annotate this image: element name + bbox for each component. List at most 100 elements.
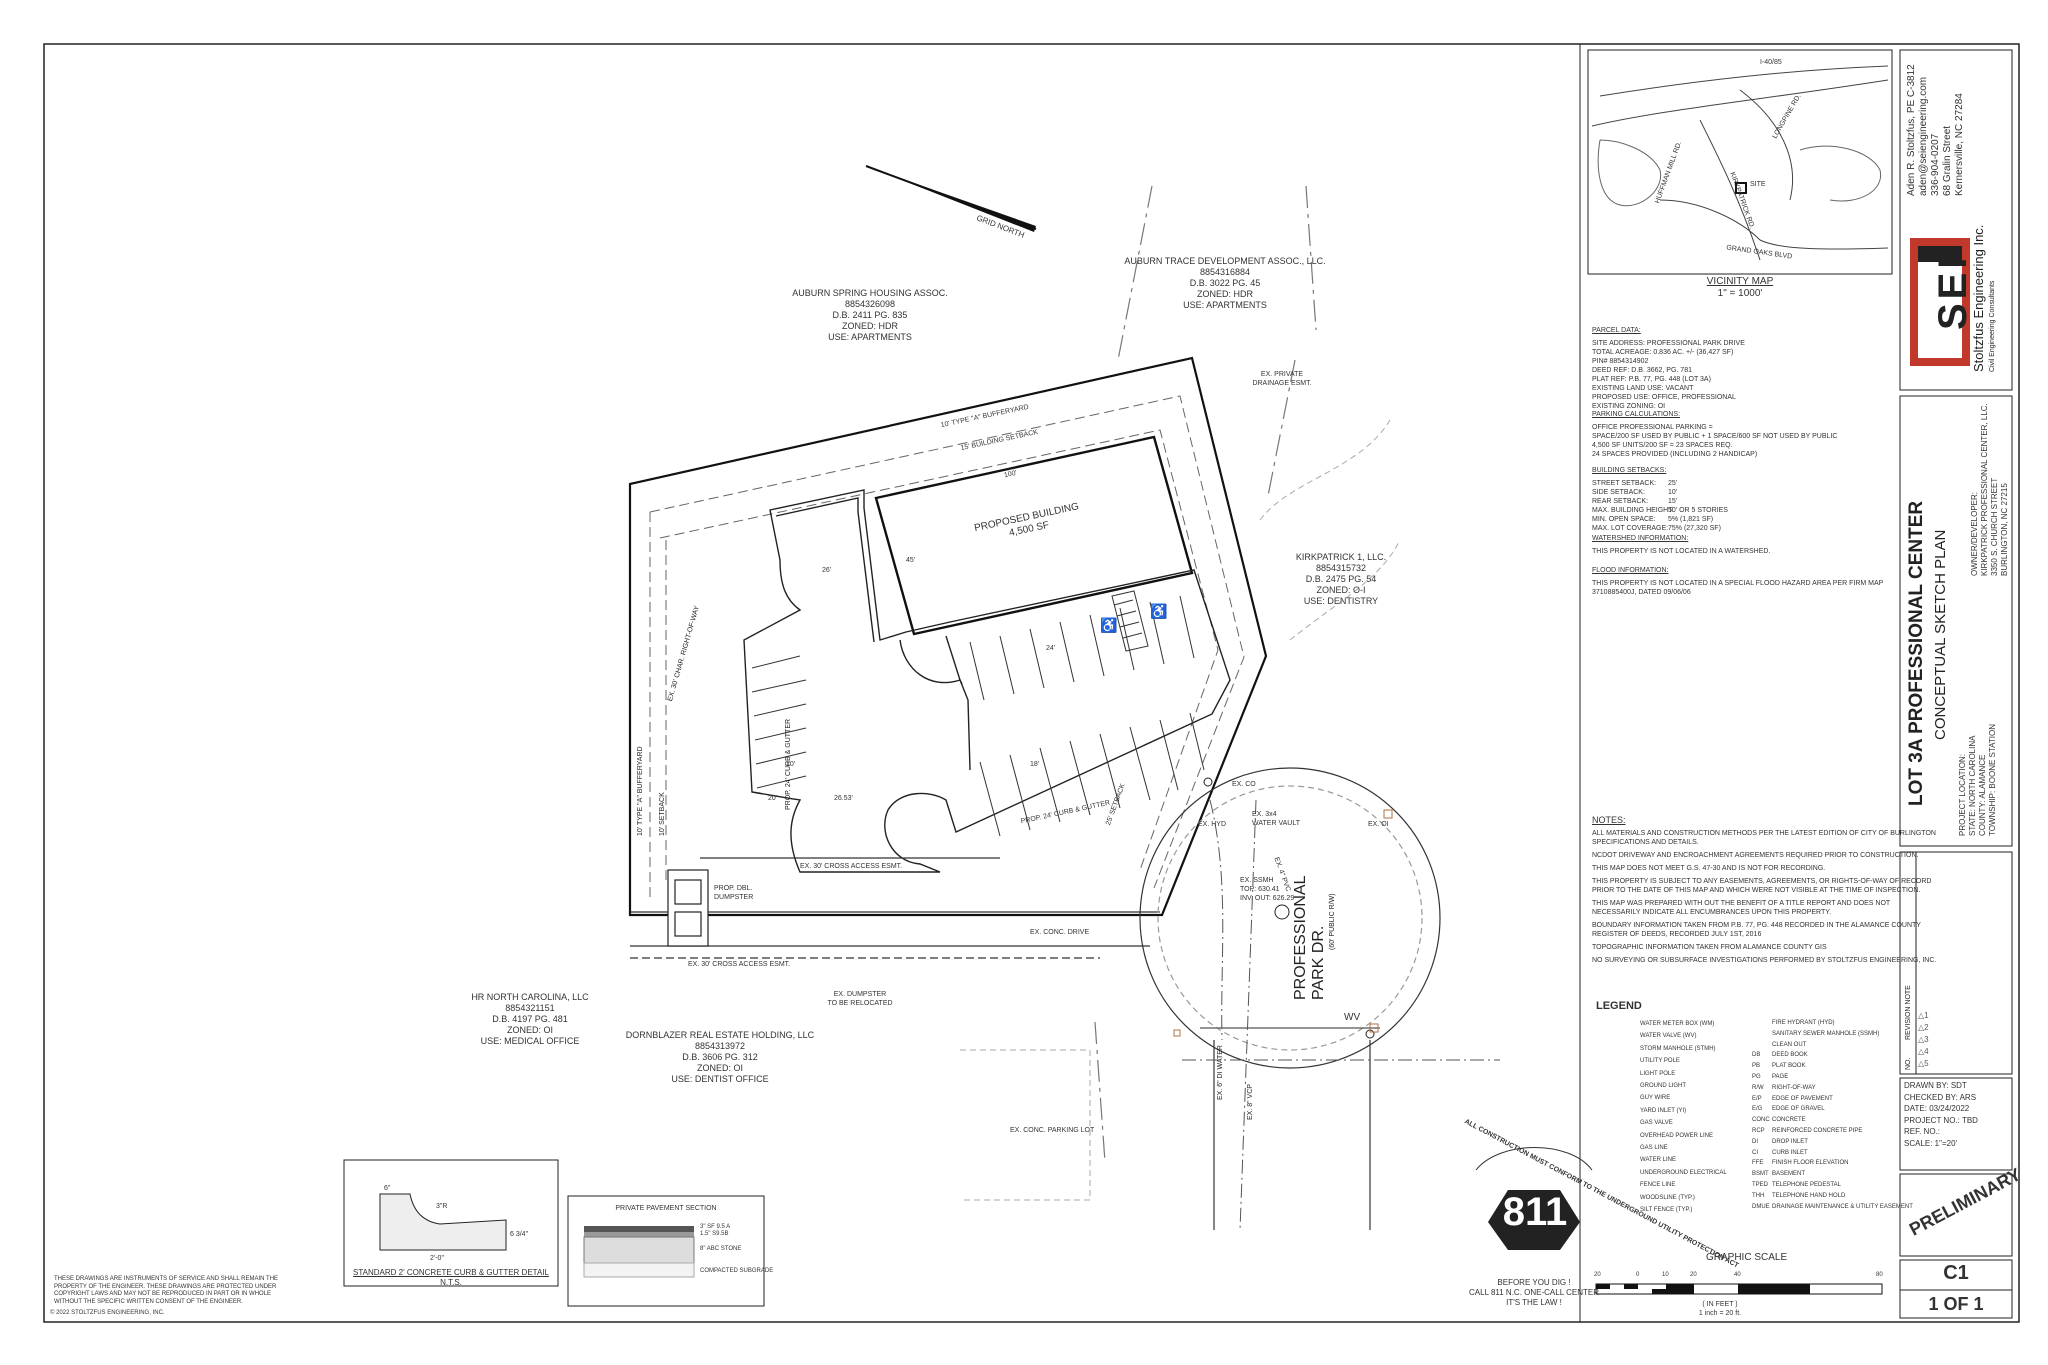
curb-dim: 6 3/4" (510, 1231, 529, 1238)
call-811-text: BEFORE YOU DIG !CALL 811 N.C. ONE-CALL C… (1469, 1278, 1599, 1307)
call-811-logo (1475, 1147, 1593, 1250)
scale-tick: 20 (1690, 1272, 1697, 1278)
scale-tick: 20 (1594, 1272, 1601, 1278)
dim-10: 10' (786, 761, 796, 768)
scale-tick: 80 (1876, 1272, 1883, 1278)
parking-lot-curb (743, 489, 1231, 873)
cul-de-sac (1139, 767, 1441, 1230)
street-row-label: (60' PUBLIC R/W) (1329, 893, 1336, 950)
vcp-label: EX. 8" VCP (1247, 1084, 1254, 1120)
pavement-layer-label: 8" ABC STONE (700, 1246, 742, 1252)
hydrant-label: EX. HYD (1198, 821, 1227, 828)
north-arrow-icon (865, 165, 1037, 232)
curb-detail-drawing (343, 1159, 559, 1287)
sheet-title: CONCEPTUAL SKETCH PLAN (1932, 529, 1949, 740)
owner-auburn-trace: AUBURN TRACE DEVELOPMENT ASSOC., LLC.885… (1124, 256, 1326, 310)
sheet-number: C1 (1943, 1262, 1969, 1284)
dim-18: 18' (1030, 761, 1040, 768)
flood-information: FLOOD INFORMATION:THIS PROPERTY IS NOT L… (1592, 567, 1884, 596)
drawing-disclaimer: THESE DRAWINGS ARE INSTRUMENTS OF SERVIC… (54, 1276, 279, 1305)
sheet-count: 1 OF 1 (1928, 1294, 1984, 1314)
parking-lot-label: EX. CONC. PARKING LOT (1010, 1127, 1095, 1134)
legend-left-column: WATER METER BOX (WM)WATER VALVE (WV)STOR… (1640, 1021, 1727, 1214)
scale-tick: 40 (1734, 1272, 1741, 1278)
sanitary-manhole-icon (1274, 904, 1290, 920)
call-811-logo-text: 811 (1502, 1190, 1568, 1234)
setback-left-label: 10' SETBACK (659, 792, 666, 836)
curb-dim: 6" (384, 1185, 391, 1192)
vicinity-site-label: SITE (1750, 181, 1766, 188)
company-logo (1910, 238, 1970, 366)
legend-right-column: FIRE HYDRANT (HYD) SANITARY SEWER MANHOL… (1752, 1020, 1913, 1210)
water-line-label: EX. 6" DI WATER (1217, 1045, 1224, 1100)
utility-lines (1182, 799, 1500, 1231)
oi-label: EX. OI (1368, 821, 1389, 828)
accessible-aisle-hatch (1111, 590, 1149, 652)
cross-access-label-1: EX. 30' CROSS ACCESS ESMT. (800, 863, 903, 870)
revision-note-header: REVISION NOTE (1905, 985, 1912, 1040)
general-notes: NOTES: ALL MATERIALS AND CONSTRUCTION ME… (1592, 815, 1937, 965)
dumpster-label: PROP. DBL.DUMPSTER (714, 885, 754, 901)
company-name: Stoltzfus Engineering Inc.Civil Engineer… (1971, 224, 1996, 372)
curb-dim: 3"R (436, 1203, 448, 1210)
buffer-left-label: 10' TYPE "A" BUFFERYARD (637, 746, 644, 836)
adjacent-parcel-lines (1094, 185, 1317, 1163)
curb-dim: 2'-0" (430, 1255, 444, 1262)
vicinity-road-label: I-40/85 (1760, 59, 1782, 66)
pavement-layer-label: COMPACTED SUBGRADE (700, 1268, 774, 1274)
cleanout-label: EX. CO (1232, 781, 1256, 788)
site-marker-icon (1735, 182, 1747, 194)
scale-tick: 10 (1662, 1272, 1669, 1278)
handicap-icon: ♿ (1150, 603, 1167, 620)
pavement-section-drawing (567, 1195, 765, 1307)
parking-calculations: PARKING CALCULATIONS: OFFICE PROFESSIONA… (1592, 411, 1838, 458)
graphic-scale-title: GRAPHIC SCALE (1706, 1252, 1788, 1263)
copyright-notice: © 2022 STOLTZFUS ENGINEERING, INC. (50, 1310, 165, 1316)
cross-access-drive (630, 857, 1160, 959)
graphic-scale-bar (1595, 1283, 1883, 1295)
legend-title: LEGEND (1596, 1000, 1642, 1012)
dim-20: 20' (768, 795, 778, 802)
title-block-frame (1899, 49, 2013, 1319)
watershed-information: WATERSHED INFORMATION:THIS PROPERTY IS N… (1592, 535, 1771, 555)
dim-26-53: 26.53' (834, 795, 853, 802)
curb-detail-title: STANDARD 2' CONCRETE CURB & GUTTER DETAI… (353, 1268, 549, 1287)
cleanout-icon (1203, 777, 1213, 787)
revision-list: △1△2△3△4△5 (1918, 1011, 1929, 1068)
dim-24: 24' (1046, 645, 1056, 652)
parcel-data: PARCEL DATA: SITE ADDRESS: PROFESSIONAL … (1592, 327, 1745, 410)
company-logo-letters: SEI (1931, 253, 1975, 330)
property-boundary (628, 356, 1268, 917)
scale-units: ( IN FEET )1 inch = 20 ft. (1698, 1301, 1742, 1317)
sheet-border (43, 43, 2020, 1323)
parking-stalls (751, 595, 1205, 837)
dim-45: 45' (906, 557, 916, 564)
light-pole-icon (1173, 809, 1393, 1037)
dim-26: 26' (822, 567, 832, 574)
handicap-icon: ♿ (1100, 617, 1117, 634)
vicinity-map (1587, 49, 1893, 275)
building-setbacks: BUILDING SETBACKS: STREET SETBACK:25' SI… (1592, 467, 1728, 532)
existing-pavement-areas (960, 419, 1401, 1201)
revision-no-header: NO. (1905, 1057, 1912, 1070)
owner-developer: OWNER/DEVELOPER:KIRKPATRICK PROFESSIONAL… (1970, 403, 2009, 576)
cross-access-label-2: EX. 30' CROSS ACCESS ESMT. (688, 961, 791, 968)
setback-lines (649, 395, 1245, 898)
conc-drive-label: EX. CONC. DRIVE (1030, 929, 1090, 936)
pavement-section-title: PRIVATE PAVEMENT SECTION (615, 1205, 717, 1212)
dumpster-enclosure (667, 869, 709, 947)
wv-label: WV (1344, 1012, 1361, 1023)
